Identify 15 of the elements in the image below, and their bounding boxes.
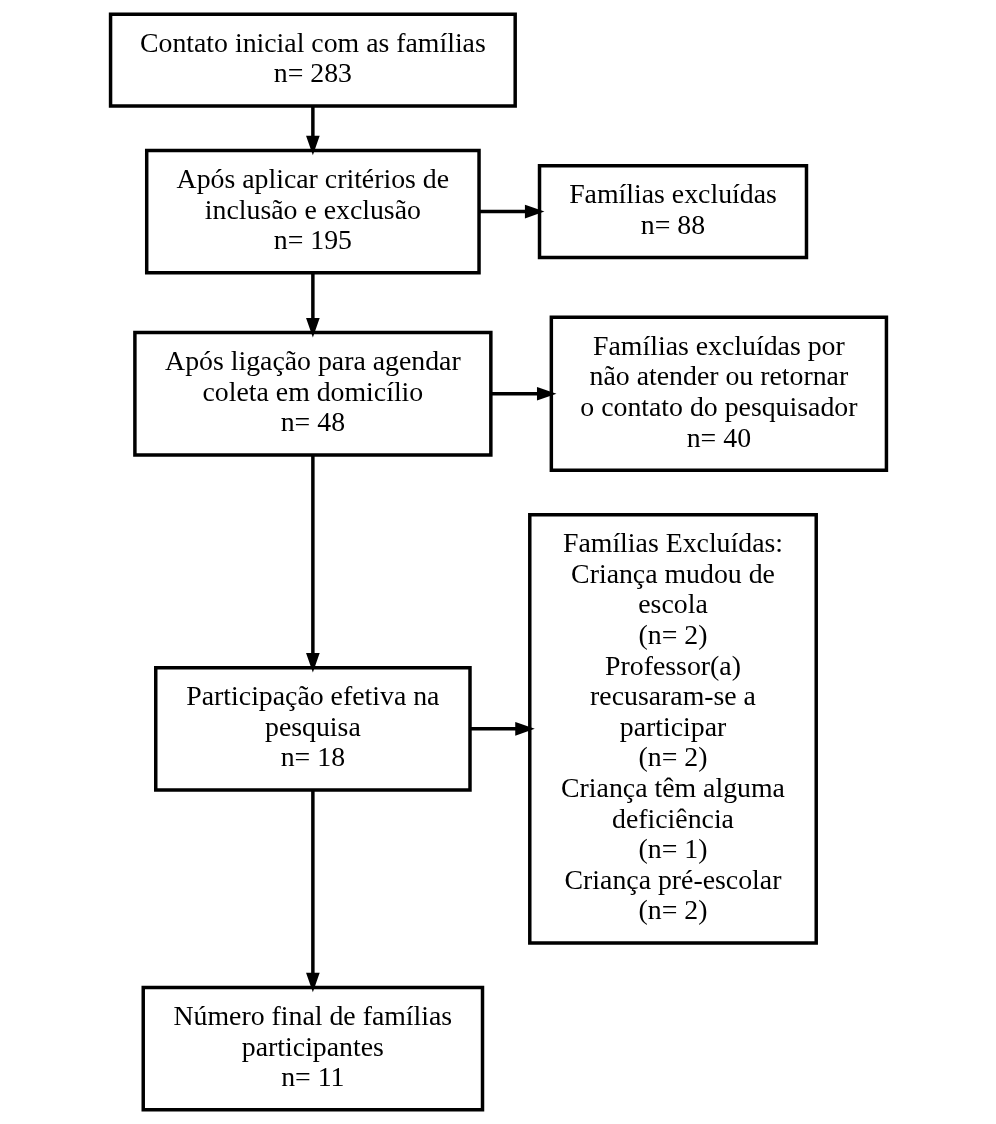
node-box: Após aplicar critérios de inclusão e exclusão n= 195 (144, 148, 481, 275)
arrow (305, 273, 320, 338)
arrow (305, 790, 320, 993)
node-box: Participação efetiva na pesquisa n= 18 (153, 665, 472, 792)
arrow (305, 455, 320, 673)
node-box: Famílias excluídas por não atender ou retornar o contato do pesquisador n= 40 (549, 315, 888, 472)
node-box: Número final de famílias participantes n= 11 (141, 985, 484, 1112)
arrow (478, 204, 544, 219)
node-box: Contato inicial com as famílias n= 283 (108, 12, 517, 108)
node-box: Após ligação para agendar coleta em domicílio n= 48 (132, 330, 493, 457)
arrow (469, 722, 535, 736)
node-box: Famílias Excluídas: Criança mudou de escola (n= 2) Professor(a) recusaram-se a participar (n= 2) Criança têm alguma deficiência (n= 1) Criança pré-escolar (n= 2) (527, 513, 818, 945)
arrow (305, 106, 320, 156)
arrow (490, 386, 556, 401)
node-box: Famílias excluídas n= 88 (537, 164, 808, 260)
